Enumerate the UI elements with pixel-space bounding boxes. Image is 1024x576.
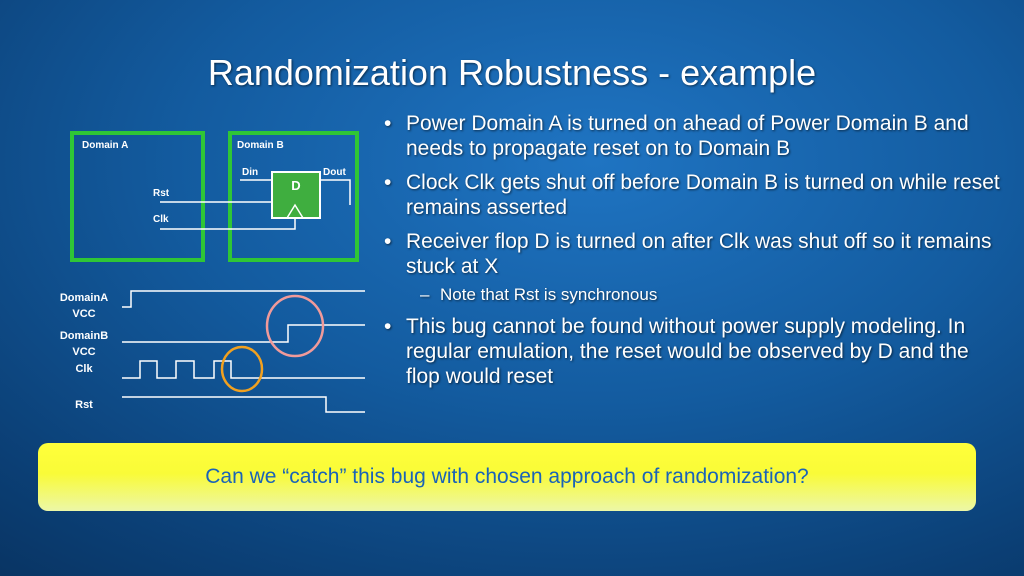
rst-pin-label: Rst [153, 188, 170, 199]
waveform-domainb-vcc [122, 324, 365, 343]
timing-label-domainb-vcc: VCC [72, 346, 95, 358]
bullet-item: •Clock Clk gets shut off before Domain B… [384, 171, 1000, 219]
waveform-rst [122, 396, 365, 413]
dout-label: Dout [323, 167, 346, 178]
callout-text: Can we “catch” this bug with chosen appr… [205, 465, 809, 488]
domain-b-box [228, 131, 359, 262]
domain-a-box [70, 131, 205, 262]
waveform-clk [122, 360, 365, 379]
callout-box: Can we “catch” this bug with chosen appr… [38, 443, 976, 511]
timing-label-domaina-vcc: VCC [72, 308, 95, 320]
din-label: Din [242, 167, 258, 178]
clk-pin-label: Clk [153, 214, 169, 225]
clk-wire [160, 218, 296, 230]
timing-label-rst: Rst [75, 399, 93, 411]
highlight-ellipse-red [265, 294, 325, 358]
bullet-item: •Power Domain A is turned on ahead of Po… [384, 112, 969, 160]
dout-wire [320, 179, 351, 205]
domain-b-label: Domain B [237, 140, 284, 151]
timing-label-domainb: DomainB [60, 330, 108, 342]
timing-label-domaina: DomainA [60, 292, 108, 304]
bullet-item: •This bug cannot be found without power … [384, 315, 969, 388]
sub-bullet-item: –Note that Rst is synchronous [420, 285, 658, 304]
flop-d-label: D [291, 178, 300, 193]
bullet-item: •Receiver flop D is turned on after Clk … [384, 230, 992, 278]
flop-d [271, 171, 321, 219]
domain-a-label: Domain A [82, 140, 128, 151]
timing-label-clk: Clk [75, 363, 93, 375]
flop-clock-triangle [286, 203, 304, 219]
slide-title: Randomization Robustness - example [207, 52, 817, 93]
bullet-list: •Power Domain A is turned on ahead of Po… [382, 111, 1002, 398]
waveform-domaina-vcc [122, 290, 365, 308]
highlight-ellipse-orange [220, 345, 264, 393]
